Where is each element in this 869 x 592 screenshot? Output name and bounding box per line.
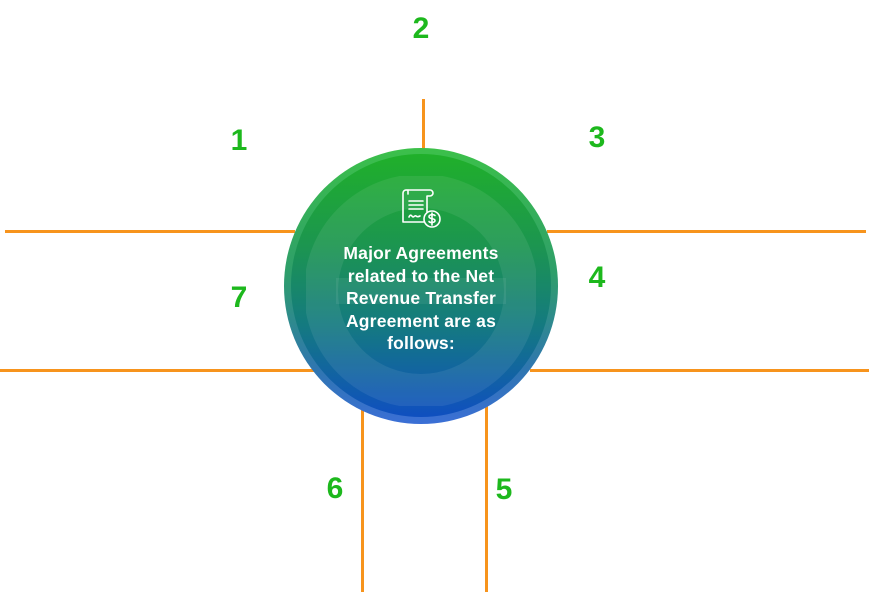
center-title-line-1: Major Agreements — [343, 243, 499, 263]
connector-line-top — [422, 99, 425, 151]
watermark-logo-icon — [306, 176, 536, 406]
center-circle: Major Agreements related to the Net Reve… — [284, 148, 558, 424]
section-number-4: 4 — [588, 261, 606, 294]
section-number-3: 3 — [588, 121, 606, 154]
center-title: Major Agreements related to the Net Reve… — [314, 242, 528, 355]
connector-line-left-upper — [5, 230, 295, 233]
circle-inner — [291, 154, 551, 417]
connector-line-left-lower — [0, 369, 315, 372]
connector-line-bottom-right — [485, 405, 488, 592]
section-number-7: 7 — [230, 281, 248, 314]
connector-line-right-lower — [530, 369, 869, 372]
section-number-2: 2 — [412, 12, 430, 45]
section-number-1: 1 — [230, 124, 248, 157]
connector-line-right-upper — [547, 230, 866, 233]
center-title-line-4: Agreement are as — [345, 310, 497, 331]
section-number-5: 5 — [495, 473, 513, 506]
contract-dollar-icon — [402, 189, 441, 228]
connector-line-bottom-left — [361, 405, 364, 592]
center-title-line-2: related to the Net — [347, 265, 495, 286]
center-title-line-5: follows: — [387, 333, 455, 353]
center-title-line-3: Revenue Transfer — [345, 288, 497, 308]
section-number-6: 6 — [326, 472, 344, 505]
